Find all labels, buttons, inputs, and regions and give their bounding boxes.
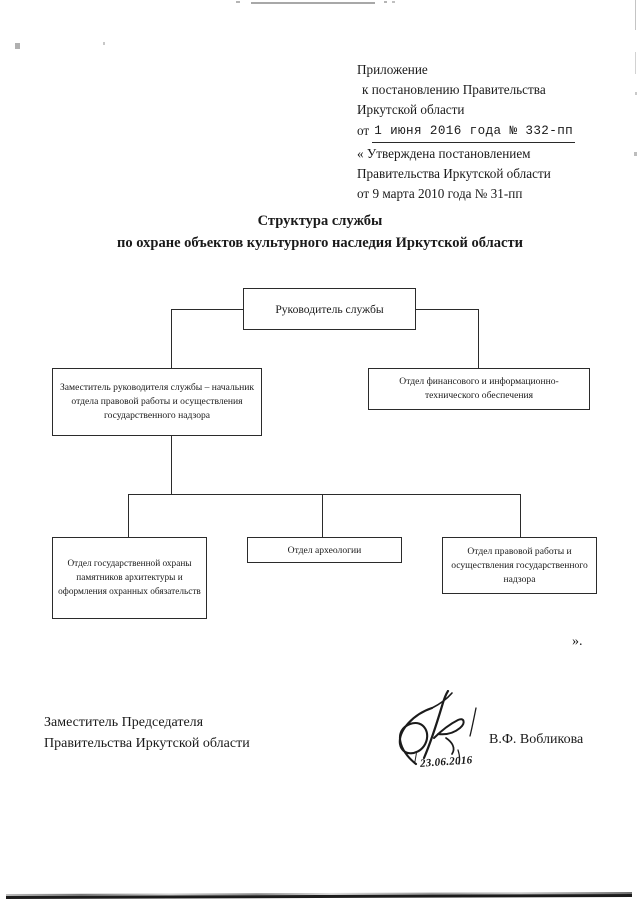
page-title-line-1: Структура службы — [257, 213, 383, 229]
header-line-approved: « Утверждена постановлением — [357, 146, 531, 161]
scan-artifact-dot — [635, 92, 637, 95]
header-line-resolution: к постановлению Правительства — [362, 82, 546, 97]
connector-head-left-vertical — [171, 309, 172, 369]
connector-branch-left — [128, 494, 129, 538]
scan-artifact-dot — [392, 1, 395, 3]
scan-artifact-dot — [634, 152, 637, 156]
connector-head-right-horizontal — [415, 309, 479, 310]
org-node-deputy: Заместитель руководителя службы – началь… — [52, 368, 262, 436]
org-node-archaeology-label: Отдел археологии — [287, 544, 362, 556]
org-node-head: Руководитель службы — [243, 288, 416, 330]
signatory-position-line-1: Заместитель Председателя — [44, 715, 204, 730]
scan-artifact-right-edge — [635, 52, 636, 74]
scan-artifact-dot — [103, 42, 105, 45]
scan-artifact-dot — [15, 43, 20, 49]
connector-branch-right — [520, 494, 521, 538]
signatory-position-line-2: Правительства Иркутской области — [44, 736, 250, 751]
signatory-position: Заместитель Председателя Правительства И… — [44, 712, 250, 754]
connector-deputy-drop — [171, 435, 172, 494]
header-line-original-date: от 9 марта 2010 года № 31-пп — [357, 186, 523, 201]
connector-bottom-bus — [128, 494, 521, 495]
connector-head-left-horizontal — [171, 309, 244, 310]
org-node-legal-supervision-label: Отдел правовой работы и осуществления го… — [451, 545, 588, 585]
org-node-finance-it: Отдел финансового и информационно-технич… — [368, 368, 590, 410]
org-node-archaeology: Отдел археологии — [247, 537, 402, 563]
header-line-appendix: Приложение — [357, 62, 428, 77]
org-node-heritage-protection-label: Отдел государственной охраны памятников … — [58, 559, 201, 597]
scan-artifact-top-line — [251, 2, 375, 4]
header-date-line: от 1 июня 2016 года № 332-пп — [357, 121, 607, 144]
org-node-head-label: Руководитель службы — [275, 302, 384, 316]
header-date-prefix: от — [357, 123, 370, 138]
closing-quote-mark: ». — [572, 634, 583, 649]
org-node-heritage-protection: Отдел государственной охраны памятников … — [52, 537, 207, 619]
org-node-legal-supervision: Отдел правовой работы и осуществления го… — [442, 537, 597, 594]
scan-artifact-right-edge — [635, 0, 636, 30]
page-title: Структура службы по охране объектов куль… — [0, 210, 640, 254]
connector-head-right-vertical — [478, 309, 479, 369]
org-node-deputy-label: Заместитель руководителя службы – началь… — [59, 382, 255, 421]
connector-branch-center — [322, 494, 323, 538]
page-title-line-2: по охране объектов культурного наследия … — [117, 235, 523, 251]
org-node-finance-it-label: Отдел финансового и информационно-технич… — [399, 376, 559, 401]
handwritten-signature — [398, 690, 477, 766]
scan-artifact-dot — [236, 1, 240, 3]
document-header: Приложение к постановлению Правительства… — [357, 60, 607, 204]
header-date-value: 1 июня 2016 года № 332-пп — [372, 121, 576, 143]
header-line-region: Иркутской области — [357, 102, 465, 117]
header-line-government: Правительства Иркутской области — [357, 166, 551, 181]
signatory-name: В.Ф. Вобликова — [489, 732, 584, 747]
scan-artifact-dot — [384, 1, 387, 3]
